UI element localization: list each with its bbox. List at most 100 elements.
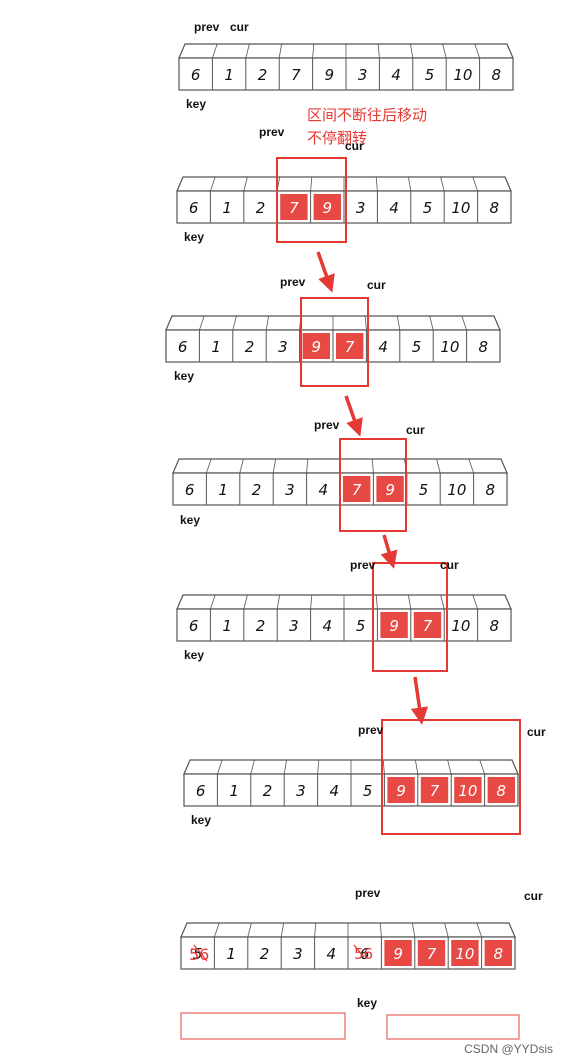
- highlighted-cell: [343, 476, 371, 502]
- cell-value: 1: [211, 338, 221, 356]
- cell-bevel-edge: [468, 458, 474, 474]
- key-label: key: [191, 813, 212, 827]
- highlighted-cell: [417, 940, 446, 966]
- cell-bevel-edge: [410, 43, 414, 59]
- cell-value: 1: [226, 945, 236, 963]
- highlighted-cell: [336, 333, 364, 359]
- cell-bevel-edge: [306, 458, 309, 474]
- cell-value: 1: [222, 199, 232, 217]
- cell-bevel-edge: [247, 922, 252, 938]
- cell-value: 5: [425, 66, 435, 84]
- cell-value: 4: [391, 66, 401, 84]
- cell-value: 1: [229, 782, 239, 800]
- highlighted-cell: [451, 940, 479, 966]
- strike-mark: [353, 944, 365, 958]
- cell-value: 1: [222, 617, 232, 635]
- cell-value: 7: [291, 66, 301, 84]
- highlight-frame: [300, 297, 369, 387]
- cell-value: 6: [189, 617, 199, 635]
- cell-bevel-edge: [382, 759, 385, 775]
- cell-value: 2: [263, 782, 273, 800]
- cell-bevel-edge: [447, 759, 452, 775]
- cell-bevel-edge: [379, 922, 382, 938]
- cell-bevel-edge: [474, 43, 480, 59]
- cell-value: 10: [458, 782, 477, 800]
- cell-bevel-edge: [397, 315, 401, 331]
- cur-label: cur: [440, 558, 459, 572]
- cell-bevel-edge: [280, 922, 284, 938]
- cell-value: 10: [451, 199, 470, 217]
- cell-value: 2: [258, 66, 268, 84]
- cell-bevel-edge: [217, 759, 223, 775]
- cell-bevel-edge: [212, 43, 218, 59]
- cell-bevel-edge: [278, 43, 282, 59]
- empty-box-right: [386, 1014, 520, 1040]
- step-arrow: [344, 395, 363, 437]
- cell-value: 7: [289, 199, 299, 217]
- strike-mark: [193, 944, 208, 962]
- cell-value: 8: [479, 338, 489, 356]
- cell-bevel-edge: [265, 315, 269, 331]
- cell-value: 5: [356, 617, 366, 635]
- cell-value: 9: [393, 945, 403, 963]
- cell-bevel-edge: [472, 176, 478, 192]
- cell-bevel-edge: [479, 759, 485, 775]
- cell-bevel-edge: [243, 594, 248, 610]
- cell-bevel-edge: [436, 458, 441, 474]
- cell-value: 4: [330, 782, 340, 800]
- cell-value: 1: [218, 481, 228, 499]
- cell-value: 9: [385, 481, 395, 499]
- cell-bevel-edge: [377, 43, 380, 59]
- highlighted-cell: [376, 476, 404, 502]
- cell-bevel-edge: [375, 176, 378, 192]
- cell-value: 4: [323, 617, 333, 635]
- prev-label: prev: [355, 886, 381, 900]
- key-label: key: [174, 369, 195, 383]
- cell-value: 5: [412, 338, 422, 356]
- prev-label: prev: [194, 20, 220, 34]
- cell-bevel-edge: [461, 315, 467, 331]
- key-label: key: [180, 513, 201, 527]
- cell-value: 3: [356, 199, 366, 217]
- highlight-frame: [339, 438, 407, 532]
- cell-bevel-edge: [415, 759, 419, 775]
- cell-value: 3: [278, 338, 288, 356]
- cell-value: 8: [494, 945, 504, 963]
- cell-value: 7: [423, 617, 433, 635]
- cell-value: 9: [325, 66, 335, 84]
- cell-bevel-edge: [442, 43, 447, 59]
- highlighted-cell: [420, 777, 449, 803]
- cell-bevel-edge: [243, 176, 248, 192]
- cell-value: 8: [492, 66, 502, 84]
- cell-value: 10: [455, 945, 474, 963]
- cell-value: 9: [323, 199, 333, 217]
- step-arrow: [380, 534, 398, 569]
- annotation-line-2: 不停翻转: [307, 130, 368, 147]
- cell-value: 3: [296, 782, 306, 800]
- cell-value: 8: [490, 199, 500, 217]
- prev-label: prev: [259, 125, 285, 139]
- cell-bevel-edge: [206, 458, 212, 474]
- highlight-frame: [372, 562, 448, 672]
- highlighted-cell: [302, 333, 330, 359]
- cell-value: 2: [252, 481, 262, 499]
- cur-label: cur: [406, 423, 425, 437]
- cell-bevel-edge: [476, 922, 482, 938]
- cell-value: 4: [319, 481, 329, 499]
- cell-value: 6: [191, 66, 201, 84]
- cell-value: 6: [360, 945, 370, 963]
- cell-value: 5: [363, 782, 373, 800]
- prev-label: prev: [350, 558, 376, 572]
- cell-value: 9: [389, 617, 399, 635]
- cell-bevel-edge: [444, 922, 449, 938]
- cell-bevel-edge: [408, 594, 412, 610]
- highlighted-cell: [484, 940, 512, 966]
- key-label: key: [186, 97, 207, 111]
- cell-value: 2: [260, 945, 270, 963]
- cell-value: 6: [185, 481, 195, 499]
- cell-bevel-edge: [272, 458, 276, 474]
- cell-bevel-edge: [210, 594, 216, 610]
- empty-box-left: [180, 1012, 346, 1040]
- cell-value: 4: [389, 199, 399, 217]
